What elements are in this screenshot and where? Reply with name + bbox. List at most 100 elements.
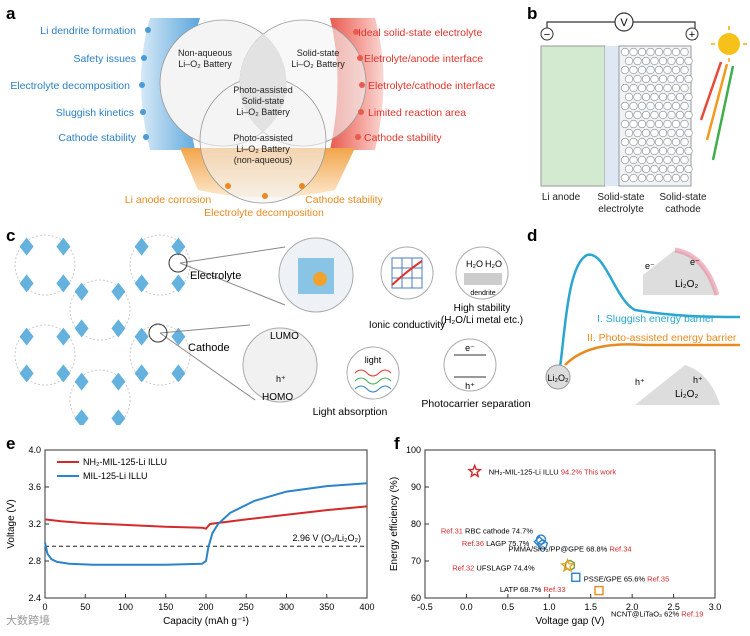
- cathode-particle: [629, 47, 638, 57]
- reference-label: 2.96 V (O₂/Li₂O₂): [292, 533, 361, 543]
- cathode-particle: [641, 92, 651, 102]
- cathode-particle: [650, 128, 659, 138]
- mof-cluster: [111, 372, 126, 391]
- cathode-particle: [675, 164, 685, 174]
- right-issue: Ideal solid-state electrolyte: [358, 27, 482, 39]
- mof-cluster: [56, 237, 71, 256]
- cathode-particle: [637, 65, 647, 75]
- cathode-particle: [646, 65, 655, 75]
- cathode-particle: [654, 101, 664, 111]
- svg-text:dendrite: dendrite: [470, 290, 495, 297]
- x-tick-label: 250: [239, 602, 254, 612]
- bottom-issue: Li anode corrosion: [125, 194, 212, 206]
- cathode-particle: [663, 119, 672, 129]
- left-issue: Safety issues: [74, 53, 136, 65]
- svg-text:Light absorption: Light absorption: [313, 406, 388, 418]
- mof-cluster: [19, 327, 34, 346]
- cathode-particle: [620, 137, 630, 147]
- center-label: Photo-assisted: [233, 85, 293, 95]
- cathode-particle: [680, 101, 689, 111]
- cathode-particle: [646, 101, 655, 111]
- cathode-particle: [650, 74, 659, 84]
- svg-text:Solid-state: Solid-state: [659, 192, 707, 203]
- mof-pore: [14, 234, 76, 296]
- cathode-particle: [650, 164, 659, 174]
- point-label: Ref.36 LAGP 75.7%: [462, 539, 530, 548]
- point-label: PSSE/GPE 65.6% Ref.35: [584, 574, 669, 583]
- mof-cluster: [134, 237, 149, 256]
- cathode-particle: [637, 47, 647, 57]
- svg-text:+: +: [689, 29, 695, 41]
- cathode-particle: [629, 137, 638, 147]
- svg-text:h⁺: h⁺: [276, 374, 286, 384]
- cathode-particle: [663, 137, 672, 147]
- cathode-particle: [654, 119, 664, 129]
- cathode-particle: [629, 83, 638, 93]
- mof-pore: [14, 324, 76, 386]
- cathode-particle: [667, 110, 676, 120]
- svg-text:Li₂O₂: Li₂O₂: [675, 389, 698, 400]
- cathode-particle: [684, 110, 693, 120]
- svg-text:V: V: [620, 17, 628, 29]
- cathode-particle: [658, 56, 668, 66]
- point-label: NH₂-MIL-125-Li ILLU 94.2% This work: [489, 467, 617, 476]
- mof-pore: [69, 279, 131, 341]
- panel-d-label: d: [527, 226, 538, 245]
- cathode-particle: [624, 110, 634, 120]
- cathode-particle: [654, 173, 664, 183]
- mof-pore: [129, 234, 191, 296]
- mof-pore: [129, 324, 191, 386]
- cathode-particle: [633, 56, 642, 66]
- bottom-issue: Electrolyte decomposition: [204, 207, 324, 218]
- x-axis-label: Capacity (mAh g⁻¹): [163, 616, 249, 627]
- cathode-particle: [671, 173, 681, 183]
- point-label: Ref.31 RBC cathode 74.7%: [441, 527, 533, 536]
- svg-text:light: light: [365, 355, 382, 365]
- svg-text:Li₂O₂: Li₂O₂: [548, 373, 569, 383]
- cathode-particle: [620, 119, 630, 129]
- cathode-particle: [624, 146, 634, 156]
- svg-text:electrolyte: electrolyte: [598, 204, 644, 215]
- cathode-particle: [629, 119, 638, 129]
- panel-b-cell: V − + Li anode Solid-state electrolyte S…: [540, 12, 747, 215]
- circle-label: Non-aqueous: [178, 48, 233, 58]
- cathode-particle: [650, 110, 659, 120]
- left-issue: Sluggish kinetics: [56, 107, 134, 119]
- circle-label: Li–O₂ Battery: [178, 59, 232, 69]
- cathode-particle: [620, 83, 630, 93]
- cathode-particle: [646, 155, 655, 165]
- cathode-particle: [684, 146, 693, 156]
- cathode-particle: [667, 146, 676, 156]
- cathode-particle: [650, 92, 659, 102]
- cathode-particle: [671, 119, 681, 129]
- y-tick-label: 100: [406, 445, 421, 455]
- cathode-particle: [658, 110, 668, 120]
- y-tick-label: 90: [411, 482, 421, 492]
- data-point: [571, 572, 581, 582]
- cathode-particle: [675, 56, 685, 66]
- y-tick-label: 60: [411, 593, 421, 603]
- x-tick-label: 150: [158, 602, 173, 612]
- legend-label: MIL-125-Li ILLU: [83, 471, 148, 481]
- panel-f-label: f: [394, 434, 400, 453]
- svg-text:h⁺: h⁺: [635, 377, 645, 387]
- svg-text:Photocarrier separation: Photocarrier separation: [421, 398, 530, 410]
- x-tick-label: 2.0: [626, 602, 639, 612]
- panel-a-label: a: [6, 4, 16, 23]
- y-tick-label: 70: [411, 556, 421, 566]
- cathode-particle: [667, 56, 676, 66]
- left-issue: Cathode stability: [58, 132, 136, 144]
- cathode-particle: [667, 164, 676, 174]
- x-tick-label: 400: [359, 602, 374, 612]
- cathode-particle: [680, 119, 689, 129]
- mof-cluster: [74, 372, 89, 391]
- mof-cluster: [111, 409, 126, 425]
- cathode-particle: [671, 83, 681, 93]
- right-issue: Cathode stability: [364, 132, 442, 144]
- cathode-particle: [675, 110, 685, 120]
- point-label: PMMA/SiO₂/PP@GPE 68.8% Ref.34: [508, 544, 631, 553]
- cathode-particle: [658, 128, 668, 138]
- x-tick-label: 0.0: [460, 602, 473, 612]
